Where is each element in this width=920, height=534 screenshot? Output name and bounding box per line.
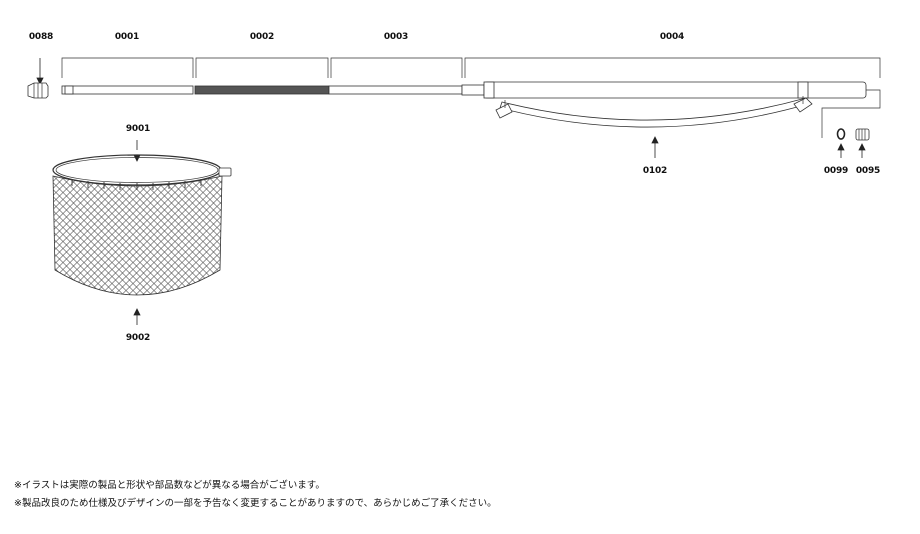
label-0003: 0003: [383, 32, 409, 42]
pole: [61, 81, 867, 99]
butt-cap-0088: [27, 82, 49, 99]
label-0095: 0095: [855, 166, 881, 176]
end-cap-0095: [855, 128, 870, 141]
label-0001: 0001: [114, 32, 140, 42]
o-ring-0099: [836, 128, 846, 140]
label-0002: 0002: [249, 32, 275, 42]
section-brackets: [61, 57, 881, 78]
label-0004: 0004: [659, 32, 685, 42]
parts-bracket: [821, 89, 881, 138]
label-9001: 9001: [125, 124, 151, 134]
net-ties: [71, 179, 202, 190]
disclaimer-note-1: ※イラストは実際の製品と形状や部品数などが異なる場合がございます。: [14, 480, 325, 491]
label-9002: 9002: [125, 333, 151, 343]
net-9002: [52, 175, 223, 296]
label-0102: 0102: [642, 166, 668, 176]
label-0099: 0099: [823, 166, 849, 176]
handle-0102: [495, 96, 813, 128]
label-0088: 0088: [28, 32, 54, 42]
disclaimer-note-2: ※製品改良のため仕様及びデザインの一部を予告なく変更することがありますので、あら…: [14, 498, 497, 509]
